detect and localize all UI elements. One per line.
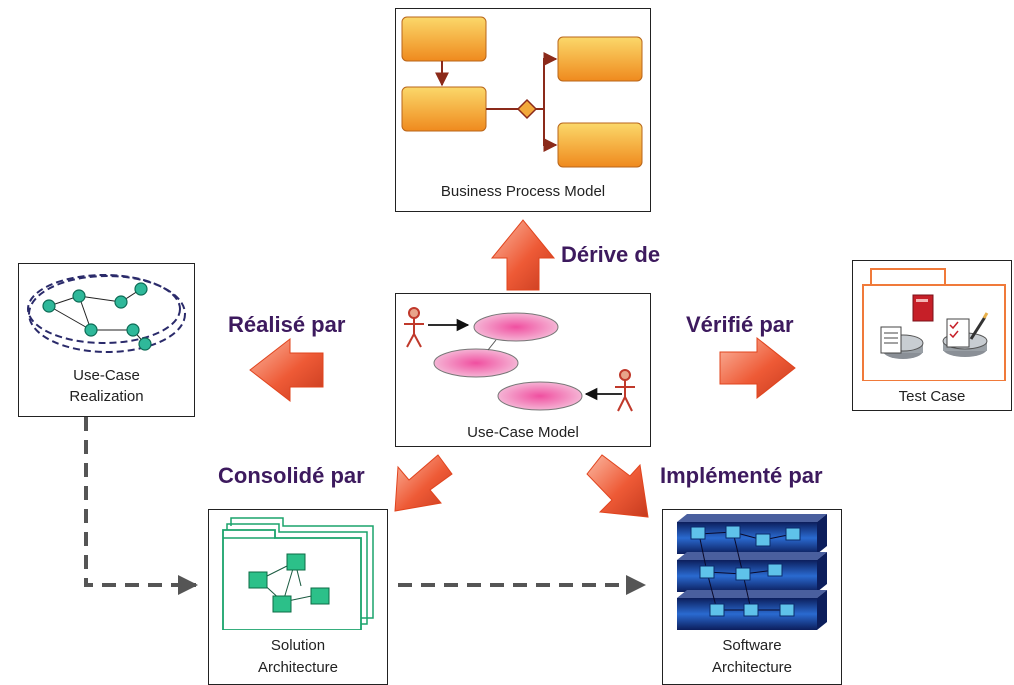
realization-node: [134, 282, 148, 296]
label-verifie: Vérifié par: [686, 312, 794, 337]
component-node: [785, 527, 801, 541]
use-case-model-label: Use-Case Model: [467, 424, 579, 441]
actor-icon: [615, 369, 635, 412]
software-architecture-box[interactable]: Software Architecture: [662, 509, 842, 685]
use-case-realization-label-1: Use-Case: [73, 367, 140, 384]
software-architecture-label-2: Architecture: [711, 659, 793, 676]
use-case-realization-label-2: Realization: [69, 388, 144, 405]
process-step: [401, 16, 487, 62]
software-architecture-diagram: [677, 514, 827, 630]
use-case-diagram: [404, 307, 635, 412]
book-icon: [912, 294, 934, 322]
realization-node: [138, 337, 152, 351]
solution-architecture-diagram: [222, 517, 374, 630]
use-case-ellipse: [473, 312, 559, 342]
component-block: [310, 587, 330, 605]
realization-node: [126, 323, 140, 337]
process-step: [401, 86, 487, 132]
label-realise: Réalisé par: [228, 312, 346, 337]
arrow-realise: [249, 337, 324, 403]
business-process-model-box[interactable]: Business Process Model: [395, 8, 651, 212]
use-case-realization-box[interactable]: Use-Case Realization: [18, 263, 195, 417]
process-step: [557, 36, 643, 82]
component-node: [725, 525, 741, 539]
realization-node: [72, 289, 86, 303]
realization-node: [84, 323, 98, 337]
test-case-box[interactable]: Test Case: [852, 260, 1012, 411]
use-case-ellipse: [433, 348, 519, 378]
business-process-diagram: [401, 16, 643, 168]
component-node: [743, 603, 759, 617]
process-step: [557, 122, 643, 168]
business-process-label: Business Process Model: [440, 183, 606, 200]
component-block: [248, 571, 268, 589]
use-case-ellipse: [497, 381, 583, 411]
software-architecture-label-1: Software: [722, 637, 782, 654]
component-node: [709, 603, 725, 617]
label-implemente: Implémenté par: [660, 463, 823, 488]
arrow-derive: [490, 219, 556, 291]
actor-icon: [404, 307, 424, 348]
label-derive: Dérive de: [561, 242, 661, 267]
realization-node: [42, 299, 56, 313]
component-block: [286, 553, 306, 571]
test-case-diagram: [862, 268, 1006, 381]
arrow-consolide: [394, 454, 453, 512]
component-node: [690, 526, 706, 540]
component-node: [767, 563, 783, 577]
decision-diamond: [516, 98, 538, 120]
test-document-icon: [880, 326, 924, 359]
component-node: [699, 565, 715, 579]
label-consolide: Consolidé par: [218, 463, 365, 488]
solution-architecture-label-1: Solution: [270, 637, 326, 654]
solution-architecture-label-2: Architecture: [257, 659, 339, 676]
checklist-icon: [942, 312, 989, 357]
realization-diagram: [27, 274, 186, 353]
component-node: [735, 567, 751, 581]
component-node: [779, 603, 795, 617]
use-case-model-box[interactable]: Use-Case Model: [395, 293, 651, 447]
solution-architecture-box[interactable]: Solution Architecture: [208, 509, 388, 685]
component-node: [755, 533, 771, 547]
test-case-label: Test Case: [898, 388, 966, 405]
arrow-implemente: [586, 454, 649, 518]
realization-node: [114, 295, 128, 309]
arrow-verifie: [719, 336, 796, 400]
component-block: [272, 595, 292, 613]
dashed-connector: [84, 417, 198, 595]
